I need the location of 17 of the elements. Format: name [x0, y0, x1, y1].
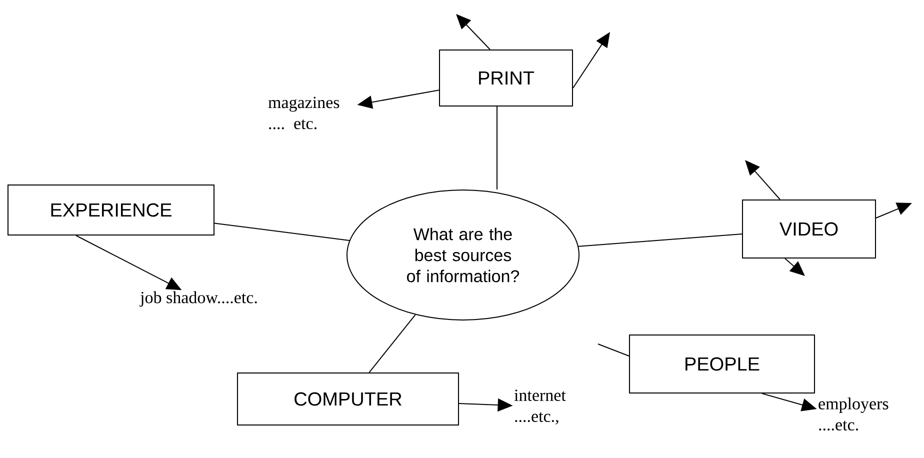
connector-line: [578, 234, 742, 247]
connector-line: [496, 106, 498, 190]
arrow: [784, 258, 805, 276]
source-box: COMPUTER: [237, 372, 459, 426]
example-text: internet ....etc.,: [514, 390, 566, 424]
source-box: VIDEO: [742, 200, 876, 258]
source-box: PRINT: [439, 50, 573, 106]
arrow: [456, 14, 490, 50]
example-text: job shadow....etc.: [140, 291, 257, 307]
source-box: PEOPLE: [629, 334, 815, 394]
arrow: [745, 160, 780, 200]
connector-line: [598, 344, 630, 356]
connector-line: [214, 222, 350, 241]
connector-line: [368, 314, 416, 373]
example-text: employers ....etc.: [818, 398, 888, 431]
example-text: magazines .... etc.: [268, 96, 340, 130]
source-box: EXPERIENCE: [8, 184, 214, 236]
